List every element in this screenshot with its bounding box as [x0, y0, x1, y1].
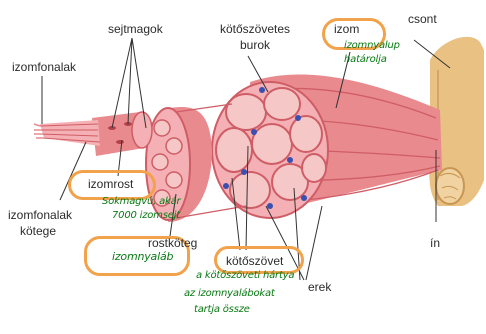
label-izomfonalak: izomfonalak [12, 60, 76, 74]
label-izomfonalak-kotege-1: izomfonalak [8, 208, 72, 222]
label-kotoszovet: kötőszövet [226, 254, 283, 268]
note-izomrost-1: Sokmagvú, akár [102, 196, 180, 207]
note-izomrost-2: 7000 izomsejt [112, 210, 180, 221]
note-izom-2: határolja [344, 54, 387, 65]
note-kotoszovet-2: az izomnyalábokat [184, 288, 275, 299]
note-kotoszovet-1: a kötőszöveti hártya [196, 270, 294, 281]
label-sejtmagok: sejtmagok [108, 22, 163, 36]
label-in: ín [430, 236, 440, 250]
note-izomnyalab: izomnyaláb [112, 250, 173, 263]
myofibrils [34, 120, 100, 146]
label-izomfonalak-kotege-2: kötege [20, 224, 56, 238]
label-erek: erek [308, 280, 331, 294]
muscle-fiber [92, 112, 152, 156]
label-izomrost: izomrost [88, 177, 133, 191]
muscle-cross-section [212, 82, 328, 218]
label-csont: csont [408, 12, 437, 26]
label-rostkoteg: rostköteg [148, 236, 197, 250]
label-burok: burok [240, 38, 270, 52]
note-izom-1: izomnyalup [344, 40, 400, 51]
label-izom: izom [334, 22, 359, 36]
note-kotoszovet-3: tartja össze [194, 304, 250, 315]
label-kotoszovetes: kötőszövetes [220, 22, 290, 36]
